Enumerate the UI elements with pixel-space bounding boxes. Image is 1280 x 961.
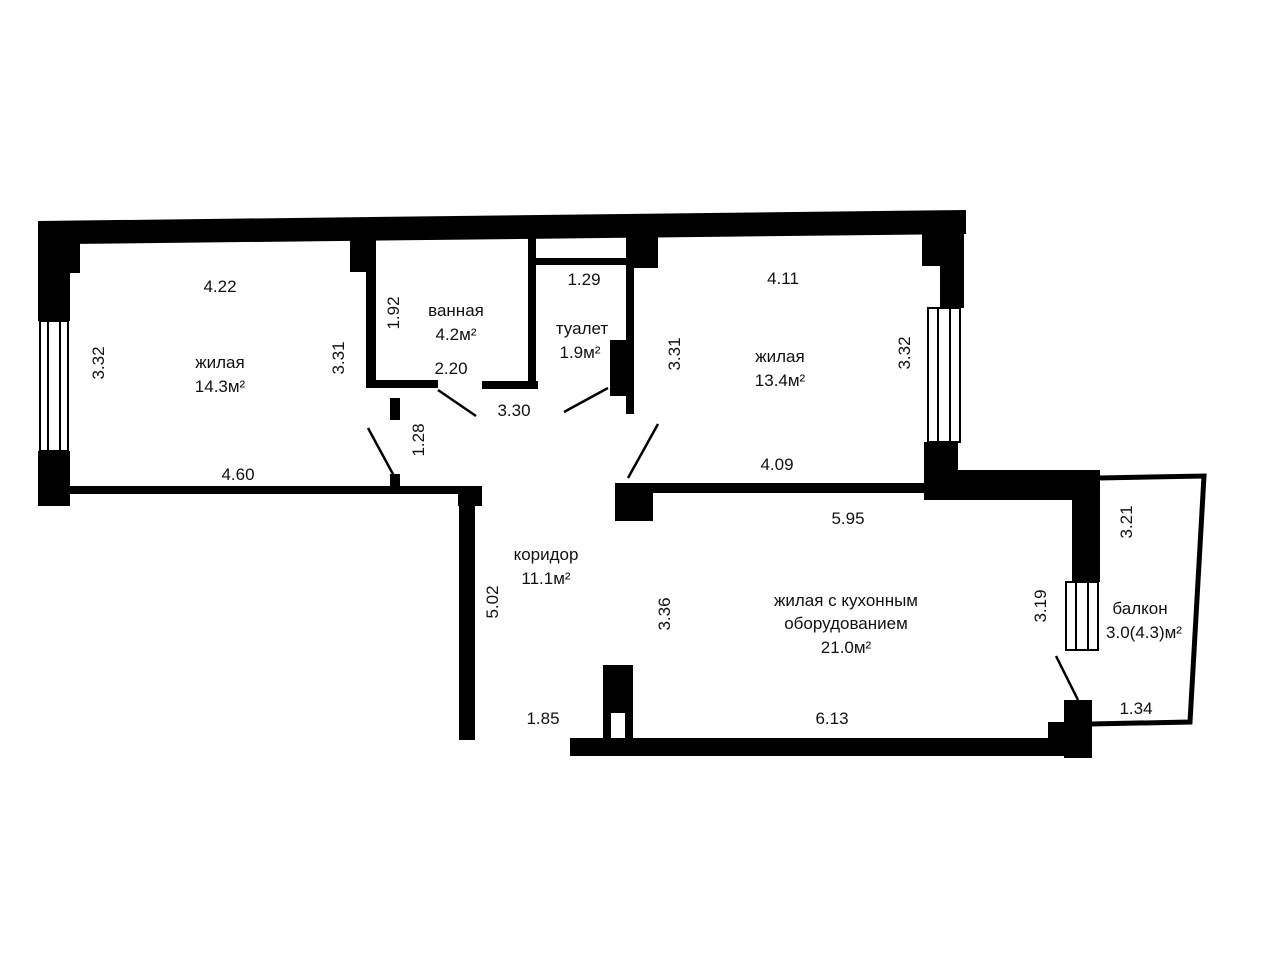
- pier-kitchen-bottom-left-lower: [603, 713, 611, 738]
- balcony-name: балкон: [1112, 599, 1167, 618]
- wall-bath-bottom-right: [482, 381, 538, 389]
- kitchen-name-line1: жилая с кухонным: [774, 591, 918, 610]
- door-balcony: [1054, 655, 1080, 701]
- kitchen-area: 21.0м²: [821, 638, 872, 657]
- kitchen-dim-bottom: 6.13: [815, 709, 848, 728]
- vestibule-stub: [390, 398, 400, 420]
- toilet-dim-top: 1.29: [567, 270, 600, 289]
- pier-kitchen-bottom-left: [603, 665, 633, 713]
- door-room2: [626, 423, 660, 479]
- corridor-area: 11.1м²: [521, 569, 571, 588]
- room2-area: 13.4м²: [755, 371, 806, 390]
- wall-room2-bottom: [632, 483, 928, 493]
- pier-toilet-room2: [626, 234, 658, 268]
- step-kitchen-corner: [1048, 722, 1068, 742]
- wall-room1-bath: [366, 234, 376, 386]
- balcony-dim-bottom: 1.34: [1119, 699, 1152, 718]
- walls: [38, 210, 1207, 758]
- door-room1: [366, 427, 396, 477]
- kitchen-dim-top: 5.95: [831, 509, 864, 528]
- door-toilet: [563, 386, 609, 414]
- window-kitchen-balcony: [1065, 581, 1099, 651]
- wall-toilet-top: [536, 258, 628, 265]
- room1-name: жилая: [195, 353, 244, 372]
- balcony-outline: [1089, 473, 1207, 727]
- windows: [39, 307, 1099, 651]
- wall-kitchen-balcony-top: [924, 470, 1100, 500]
- corridor-dim-vestibule: 1.28: [409, 423, 428, 456]
- corridor-dim-top: 3.30: [497, 401, 530, 420]
- wall-toilet-right: [626, 236, 634, 414]
- bath-dim-left: 1.92: [384, 296, 403, 329]
- balcony-area: 3.0(4.3)м²: [1106, 623, 1182, 642]
- kitchen-name-line2: оборудованием: [784, 614, 908, 633]
- toilet-area: 1.9м²: [560, 343, 601, 362]
- room1-dim-top: 4.22: [203, 277, 236, 296]
- balcony-dim-right: 3.21: [1117, 505, 1136, 538]
- wall-kitchen-balcony-upper: [1072, 470, 1100, 582]
- window-room2: [927, 307, 961, 443]
- room2-name: жилая: [755, 347, 804, 366]
- door-bath: [437, 388, 477, 418]
- pier-room2-kitchen: [615, 483, 653, 521]
- wall-kitchen-bottom: [570, 738, 1092, 756]
- doors: [366, 386, 1080, 701]
- wall-corridor-left: [459, 500, 475, 740]
- outer-wall-room2-right-upper: [940, 228, 964, 308]
- room2-dim-left: 3.31: [665, 337, 684, 370]
- toilet-fixture: [610, 340, 628, 396]
- bath-area: 4.2м²: [436, 325, 477, 344]
- corridor-dim-bottom: 1.85: [526, 709, 559, 728]
- toilet-name: туалет: [556, 319, 609, 338]
- room1-dim-right: 3.31: [329, 341, 348, 374]
- corridor-name: коридор: [514, 545, 579, 564]
- wall-bath-bottom: [366, 380, 438, 388]
- corner-pier-top-left: [38, 221, 80, 273]
- room1-dim-bottom: 4.60: [221, 465, 254, 484]
- outer-wall-top: [38, 210, 966, 244]
- bath-name: ванная: [428, 301, 484, 320]
- room1-area: 14.3м²: [195, 377, 246, 396]
- room2-dim-bottom: 4.09: [760, 455, 793, 474]
- room2-dim-top: 4.11: [767, 269, 799, 288]
- kitchen-dim-left: 3.36: [655, 597, 674, 630]
- wall-room1-bottom: [38, 486, 390, 494]
- kitchen-dim-right: 3.19: [1031, 589, 1050, 622]
- pier-kitchen-bottom-left-lower2: [625, 713, 633, 738]
- corridor-dim-left: 5.02: [483, 585, 502, 618]
- bath-dim-bottom: 2.20: [434, 359, 467, 378]
- window-room1: [39, 320, 69, 452]
- wall-room1-bottom-right: [400, 486, 482, 494]
- room2-dim-right: 3.32: [895, 336, 914, 369]
- room1-dim-left: 3.32: [89, 346, 108, 379]
- corner-pier-bottom-left: [38, 454, 68, 506]
- wall-bath-toilet: [528, 238, 536, 388]
- vestibule-stub-lower: [390, 474, 400, 494]
